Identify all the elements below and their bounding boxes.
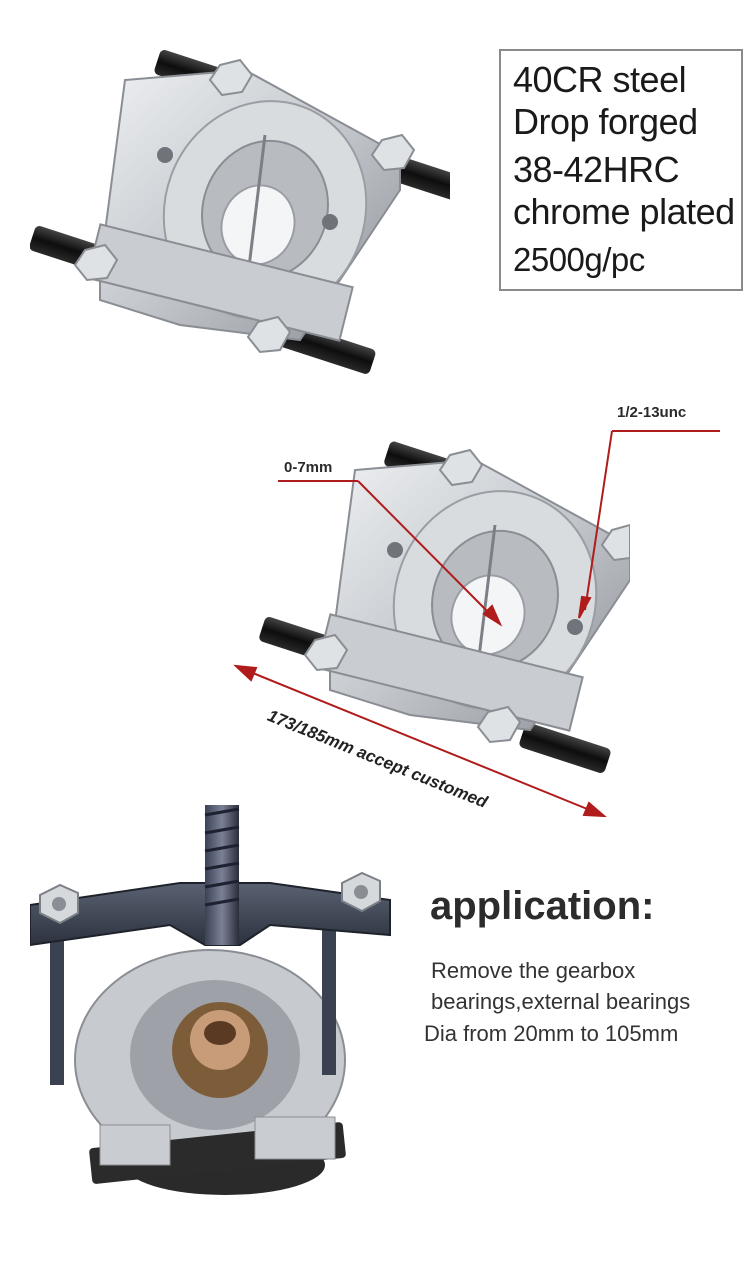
application-title: application: [430,884,655,928]
thread-size-label: 1/2-13unc [617,404,687,421]
application-line-3: Dia from 20mm to 105mm [424,1021,679,1046]
application-line-2: bearings,external bearings [431,989,691,1014]
spec-material: 40CR steel [513,59,687,100]
spec-hardness: 38-42HRC [513,149,680,190]
application-line-1: Remove the gearbox [431,958,636,983]
bearing-separator-photo-top [30,50,450,374]
application-photo [30,805,391,1195]
spec-process: Drop forged [513,101,698,142]
spec-box: 40CR steel Drop forged 38-42HRC chrome p… [499,49,743,291]
spec-finish: chrome plated [513,191,735,232]
spec-weight: 2500g/pc [513,241,645,278]
opening-range-label: 0-7mm [284,459,333,476]
